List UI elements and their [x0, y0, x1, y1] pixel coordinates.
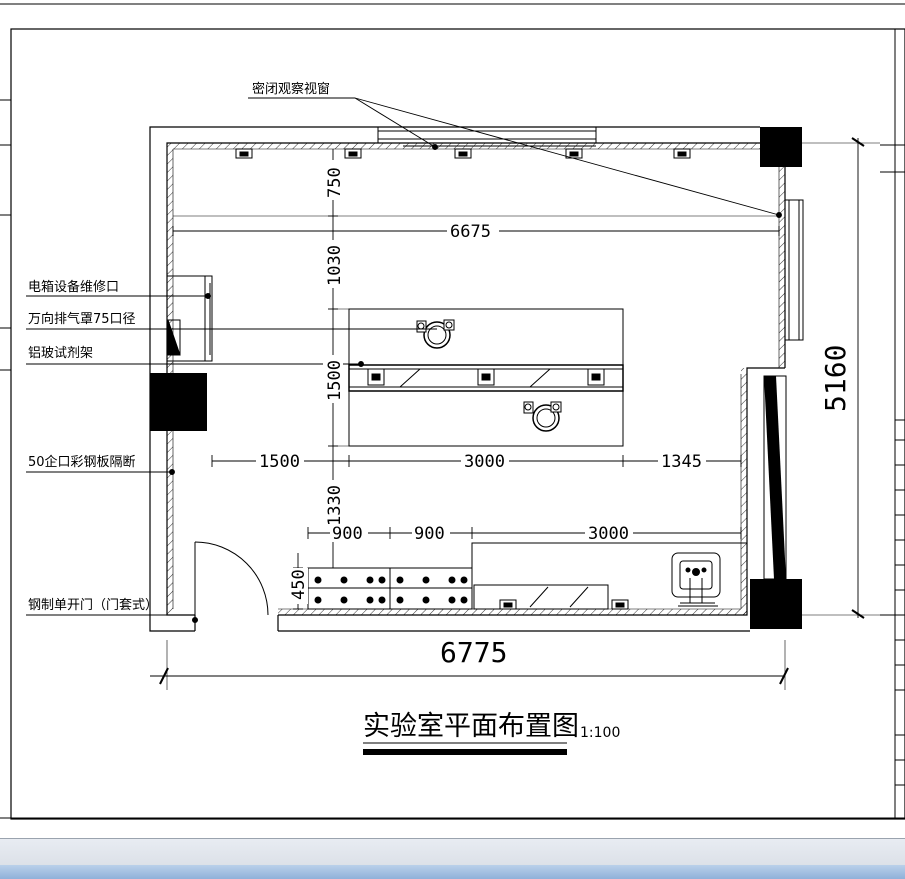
drawing-frame — [0, 3, 905, 820]
door-swing — [192, 541, 269, 623]
title-underline-thick — [363, 749, 567, 755]
electric-box-niche — [166, 275, 213, 362]
structural-columns — [150, 127, 802, 629]
leader-lines — [26, 97, 782, 616]
status-bar — [0, 838, 905, 879]
dim-900-b: 900 — [414, 524, 445, 544]
floor-plan-drawing: 密闭观察视窗 电箱设备维修口 万向排气罩75口径 铝玻试剂架 50企口彩钢板隔断… — [0, 3, 905, 820]
central-lab-bench — [348, 308, 624, 447]
dim-3000: 3000 — [464, 452, 505, 472]
dim-900-a: 900 — [332, 524, 363, 544]
wall-counter — [471, 542, 747, 610]
dim-1330: 1330 — [325, 485, 345, 526]
dim-450: 450 — [289, 569, 309, 600]
drawing-scale: 1:100 — [580, 725, 620, 741]
side-window — [784, 199, 804, 341]
label-door: 钢制单开门（门套式） — [28, 597, 158, 613]
label-electric-box: 电箱设备维修口 — [28, 279, 119, 295]
dim-overall-width: 6775 — [440, 636, 507, 669]
label-glass-rack: 铝玻试剂架 — [28, 346, 93, 361]
drawing-title: 实验室平面布置图 — [363, 711, 579, 742]
status-bar-stripe — [0, 865, 905, 879]
dim-750: 750 — [325, 167, 345, 198]
dimension-text-backgrounds — [256, 160, 706, 604]
label-exhaust-hood: 万向排气罩75口径 — [28, 311, 136, 327]
sink — [671, 552, 721, 607]
label-window: 密闭观察视窗 — [252, 81, 330, 97]
dim-1345: 1345 — [661, 452, 702, 472]
room-walls — [149, 126, 786, 632]
right-wall-panel — [763, 375, 787, 580]
observation-window — [377, 126, 597, 147]
dim-1500-vertical: 1500 — [325, 360, 345, 401]
exhaust-arm-1 — [416, 319, 455, 349]
bottom-cabinets — [307, 567, 473, 610]
wall-sockets — [235, 148, 691, 610]
dim-inner-width: 6675 — [450, 222, 491, 242]
dim-1500-horizontal: 1500 — [259, 452, 300, 472]
label-partition: 50企口彩钢板隔断 — [28, 454, 136, 470]
dim-3000-b: 3000 — [588, 524, 629, 544]
dim-overall-height: 5160 — [819, 345, 852, 412]
exhaust-arm-2 — [523, 401, 562, 432]
dim-1030: 1030 — [325, 245, 345, 286]
